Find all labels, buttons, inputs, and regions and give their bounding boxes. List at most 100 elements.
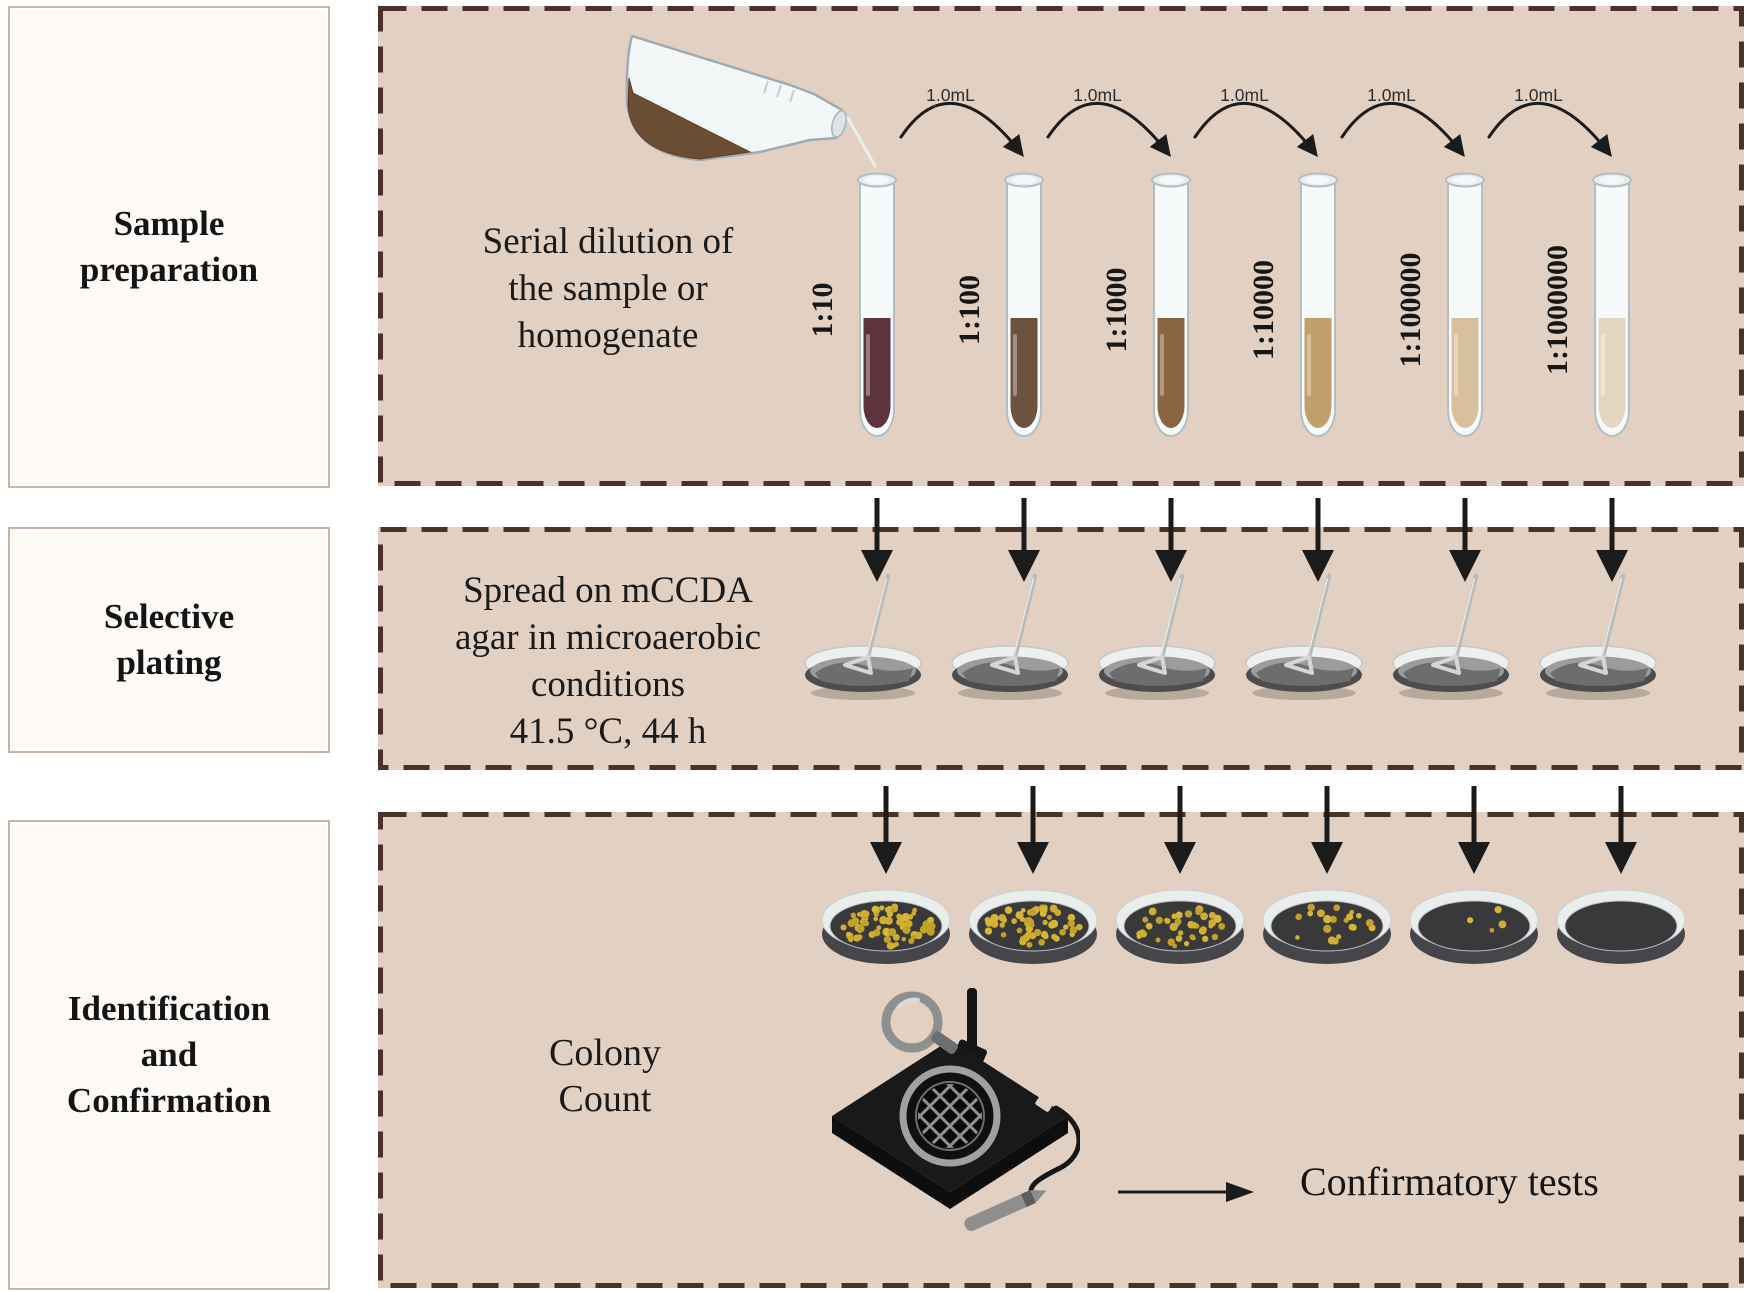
colony-dot <box>1145 922 1153 930</box>
colony-dot <box>1015 911 1024 920</box>
colony-dot <box>1323 915 1332 924</box>
flow-arrow <box>861 498 893 582</box>
spreader-icon <box>1306 573 1332 660</box>
colony-dot <box>1155 937 1161 943</box>
colony-dot <box>1199 926 1207 934</box>
colony-dot <box>1195 908 1202 916</box>
colony-dot <box>908 937 915 945</box>
colony-dot <box>1190 921 1198 929</box>
colony-count-label: Colony Count <box>455 1030 755 1122</box>
colony-dot <box>884 916 893 925</box>
transfer-arrow <box>1340 102 1465 157</box>
colony-dot <box>1169 922 1178 932</box>
colony-dot <box>892 933 900 941</box>
colony-dot <box>902 926 911 935</box>
agar-plate-with-spreader <box>804 573 922 700</box>
counter-plate <box>915 1081 985 1151</box>
panel-identification-confirmation: Colony Count <box>378 812 1744 1288</box>
caption-line: agar in microaerobic <box>454 617 762 658</box>
panel-selective-plating: Spread on mCCDA agar in microaerobic con… <box>378 527 1744 770</box>
test-tube: 1:10 <box>806 172 897 437</box>
colony-dot <box>1498 920 1507 929</box>
colony-dot <box>1346 913 1354 921</box>
colony-dot <box>1029 922 1035 928</box>
colony-dot <box>1016 927 1023 934</box>
stage-label-identification-confirmation: Identification and Confirmation <box>67 986 271 1124</box>
test-tube: 1:1000000 <box>1541 172 1632 437</box>
stage-label-line: plating <box>116 643 222 682</box>
colony-dot <box>1174 918 1182 926</box>
selective-plating-caption: Spread on mCCDA agar in microaerobic con… <box>408 567 808 755</box>
flow-arrow <box>1302 498 1334 582</box>
dilution-label: 1:10000 <box>1247 260 1280 360</box>
colony-dot <box>879 905 885 911</box>
colony-dot <box>1295 935 1300 940</box>
colony-dot <box>1020 936 1026 942</box>
transfer-volume-label: 1.0mL <box>1514 85 1563 105</box>
colony-dot <box>1213 914 1222 923</box>
colony-dot <box>840 924 847 931</box>
colony-dot <box>871 905 880 914</box>
colony-dot <box>868 931 876 939</box>
test-tube: 1:1000 <box>1100 172 1191 437</box>
colony-dot <box>1327 936 1336 945</box>
flow-arrow <box>1449 498 1481 582</box>
dilution-label: 1:1000 <box>1100 268 1133 353</box>
colony-dot <box>861 919 869 927</box>
flow-arrow <box>1596 498 1628 582</box>
colony-dot <box>1365 919 1374 927</box>
colony-dot <box>1333 904 1341 912</box>
colony-dot <box>1067 913 1076 922</box>
colony-dot <box>927 916 934 924</box>
colony-dot <box>1307 903 1315 912</box>
colony-dot <box>1076 923 1083 931</box>
caption-line: Spread on mCCDA <box>463 570 753 611</box>
colony-dot <box>1295 913 1302 921</box>
colony-dot <box>850 912 857 919</box>
colony-dot <box>1038 939 1046 946</box>
test-tube: 1:100000 <box>1394 172 1485 437</box>
colony-dot <box>1051 933 1058 940</box>
test-tube: 1:100 <box>953 172 1044 437</box>
colony-dot <box>927 929 933 935</box>
colony-dot <box>1208 911 1216 919</box>
colony-dot <box>1000 932 1007 938</box>
caption-line: 41.5 °C, 44 h <box>509 711 707 752</box>
colony-plate <box>968 889 1098 964</box>
flow-arrow <box>1155 498 1187 582</box>
colony-dot <box>1026 941 1033 948</box>
colony-dot <box>1039 905 1048 914</box>
colony-dot <box>1467 917 1474 924</box>
stage-label-sample-preparation: Sample preparation <box>80 201 258 293</box>
confirmatory-arrow <box>1118 1182 1254 1202</box>
magnifier-icon <box>881 991 943 1053</box>
colony-dot <box>1336 934 1342 940</box>
flow-arrow <box>1605 786 1637 874</box>
flow-arrow <box>1311 786 1343 874</box>
colony-plate <box>1262 889 1392 964</box>
colony-dot <box>848 936 854 943</box>
colony-dot <box>1001 917 1008 924</box>
colony-dot <box>1208 923 1214 929</box>
colony-dot <box>1142 916 1149 923</box>
colony-dot <box>1348 923 1356 931</box>
colony-dot <box>1177 930 1184 936</box>
colony-count-line: Count <box>558 1078 652 1120</box>
colony-dot <box>1046 914 1052 920</box>
colony-dot <box>984 927 993 935</box>
colony-count-line: Colony <box>549 1032 661 1074</box>
colony-dot <box>901 936 907 942</box>
colony-dot <box>847 919 856 928</box>
agar-plate-with-spreader <box>1392 573 1510 700</box>
colony-dot <box>1317 909 1325 918</box>
colony-dot <box>890 907 896 913</box>
colony-dot <box>927 922 936 931</box>
colony-dot <box>861 910 868 917</box>
spreader-icon <box>1012 573 1038 660</box>
colony-dot <box>1189 934 1196 940</box>
colony-dot <box>990 922 996 927</box>
colony-dot <box>1211 933 1219 941</box>
colony-dot <box>1059 928 1066 936</box>
colony-dot <box>901 913 910 922</box>
